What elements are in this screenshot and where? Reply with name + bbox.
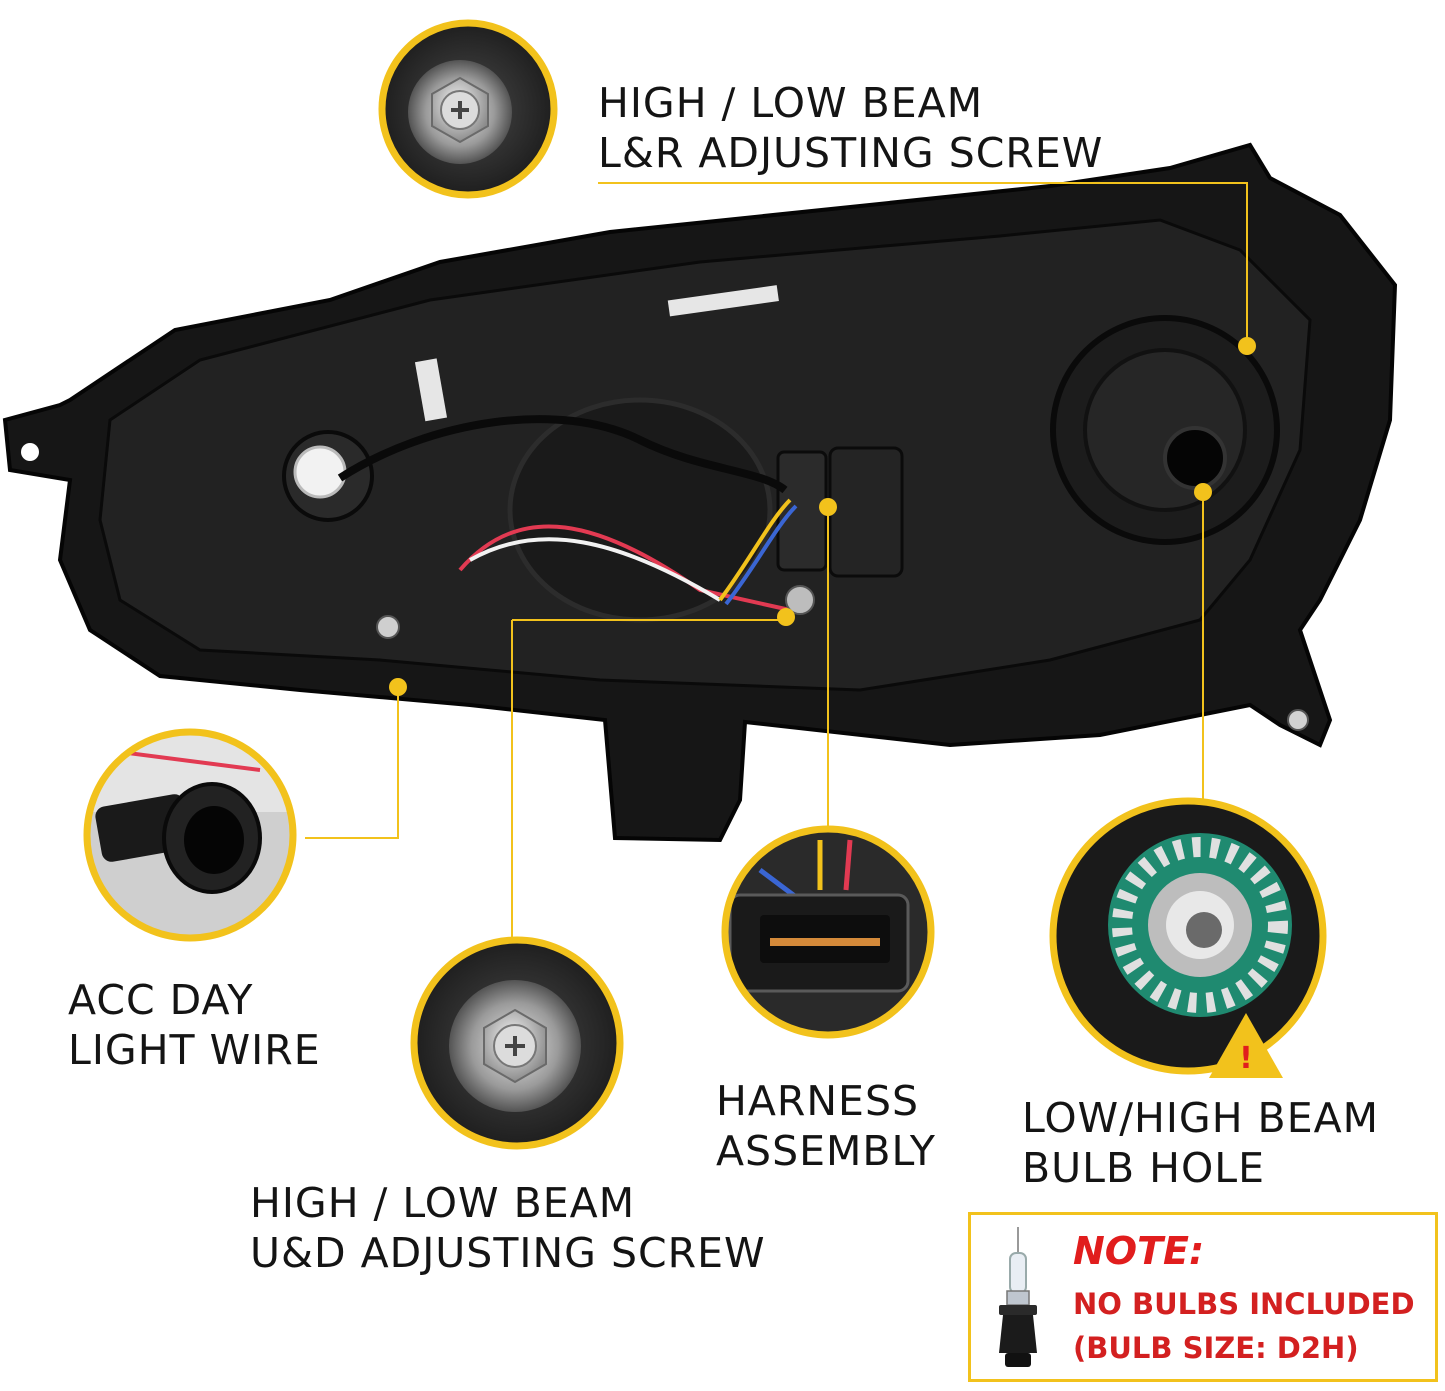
acc-wire-callout bbox=[83, 728, 297, 942]
lr-screw-label-line2: L&R ADJUSTING SCREW bbox=[598, 129, 1104, 177]
warning-icon: ! bbox=[1209, 1013, 1283, 1078]
lr-screw-label: HIGH / LOW BEAM L&R ADJUSTING SCREW bbox=[598, 78, 1103, 178]
harness-label-line1: HARNESS bbox=[716, 1077, 919, 1125]
ud-screw-label-line1: HIGH / LOW BEAM bbox=[250, 1179, 636, 1227]
acc-wire-label: ACC DAY LIGHT WIRE bbox=[68, 975, 321, 1075]
connector-icon bbox=[95, 782, 262, 894]
led-ring-icon bbox=[1108, 833, 1292, 1017]
acc-wire-label-line2: LIGHT WIRE bbox=[68, 1026, 321, 1074]
ud-screw-label-line2: U&D ADJUSTING SCREW bbox=[250, 1229, 766, 1277]
d2h-bulb-icon bbox=[999, 1227, 1037, 1367]
lr-screw-callout bbox=[378, 19, 558, 199]
bulb-hole-callout: ! bbox=[1049, 797, 1327, 1078]
headlight-housing bbox=[2, 142, 1398, 843]
lr-screw-label-line1: HIGH / LOW BEAM bbox=[598, 79, 984, 127]
bulb-hole-label-line1: LOW/HIGH BEAM bbox=[1022, 1094, 1380, 1142]
screw-icon bbox=[483, 1008, 547, 1084]
bulb-hole-label-line2: BULB HOLE bbox=[1022, 1144, 1265, 1192]
anchor-dots bbox=[389, 337, 1256, 696]
harness-label-line2: ASSEMBLY bbox=[716, 1127, 936, 1175]
warning-symbol: ! bbox=[1239, 1041, 1253, 1076]
harness-callout bbox=[721, 825, 935, 1039]
note-line-1: NO BULBS INCLUDED bbox=[1073, 1287, 1415, 1321]
note-box: NOTE: NO BULBS INCLUDED (BULB SIZE: D2H) bbox=[968, 1212, 1438, 1382]
note-title: NOTE: bbox=[1073, 1229, 1205, 1273]
leader-lines bbox=[305, 182, 1248, 940]
note-line-2: (BULB SIZE: D2H) bbox=[1073, 1331, 1359, 1365]
acc-wire-label-line1: ACC DAY bbox=[68, 976, 254, 1024]
harness-label: HARNESS ASSEMBLY bbox=[716, 1076, 936, 1176]
bulb-hole-label: LOW/HIGH BEAM BULB HOLE bbox=[1022, 1093, 1379, 1193]
screw-icon bbox=[431, 76, 489, 144]
harness-plug-icon bbox=[728, 893, 910, 993]
ud-screw-label: HIGH / LOW BEAM U&D ADJUSTING SCREW bbox=[250, 1178, 766, 1278]
ud-screw-callout bbox=[410, 936, 624, 1150]
